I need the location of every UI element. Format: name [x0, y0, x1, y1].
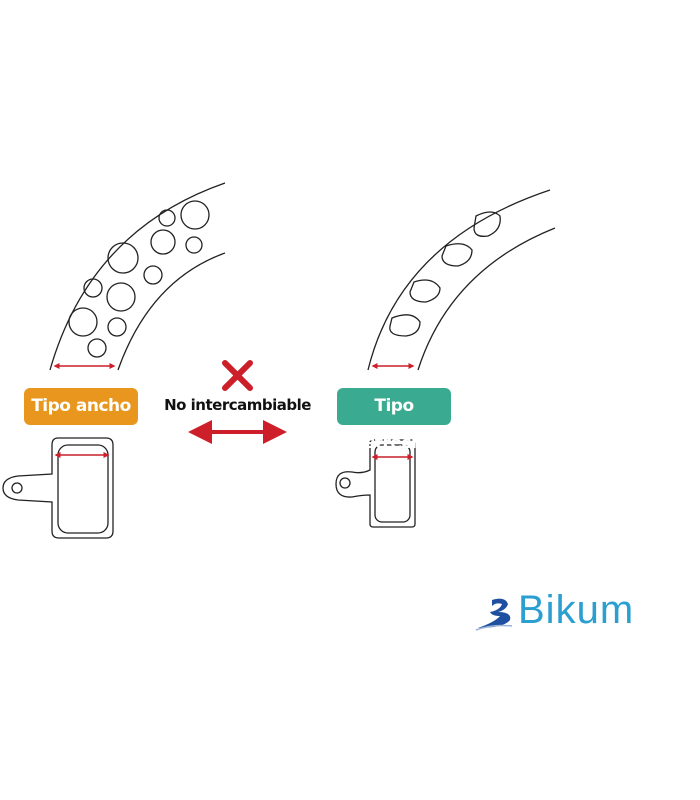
narrow-type-badge: Tipo estrecho	[337, 388, 451, 453]
narrow-brake-pad	[335, 439, 416, 528]
wide-type-badge: Tipo ancho	[24, 388, 138, 425]
wide-brake-pad	[2, 437, 114, 539]
narrow-rotor	[367, 189, 556, 371]
not-interchangeable-label: No intercambiable	[164, 396, 311, 414]
wide-rotor	[49, 182, 226, 371]
not-allowed-x-icon	[222, 360, 253, 391]
bikum-logo-icon	[475, 598, 513, 631]
bikum-logo-text: Bikum	[518, 588, 635, 632]
